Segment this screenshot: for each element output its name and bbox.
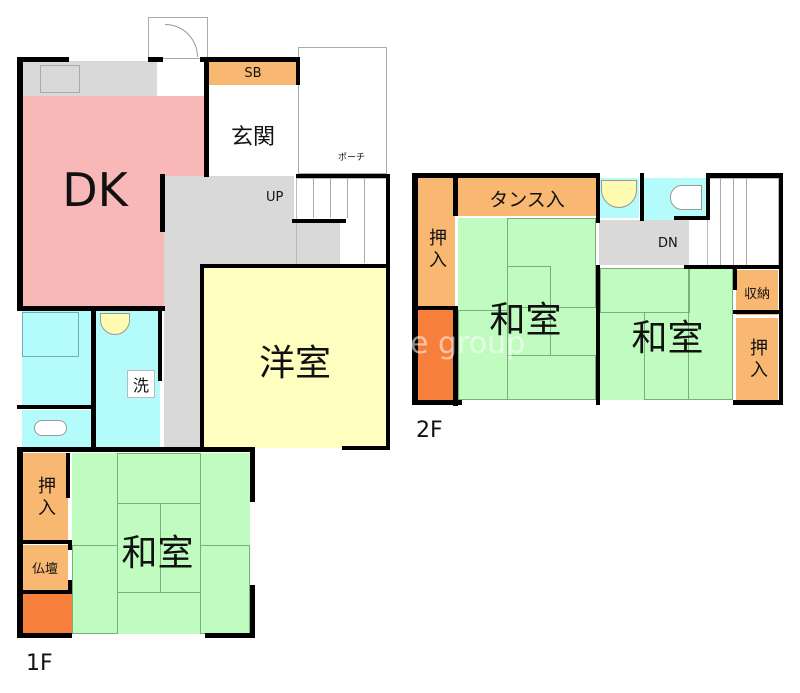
storage-2f-label: 収納 [743, 287, 770, 302]
bathtub-icon [22, 312, 79, 357]
kitchen-counter [22, 61, 157, 96]
sink-icon [40, 65, 80, 93]
room-japanese-1f-label: 和室 [121, 533, 194, 574]
floor-1-label: 1F [26, 651, 53, 676]
wardrobe-label: タンス入 [489, 188, 565, 211]
staircase-2f [707, 178, 779, 266]
hallway-stair-landing [290, 220, 340, 268]
toilet-2f-icon [670, 185, 702, 210]
room-western-label: 洋室 [258, 343, 331, 384]
shoe-box-label: SB [244, 65, 262, 81]
floor-2-label: 2F [416, 418, 443, 443]
closet-2f-right [736, 318, 778, 400]
room-western [203, 268, 388, 448]
alcove-2f [417, 310, 457, 400]
closet-1f-label: 押入 [35, 475, 56, 520]
stairs-down-label: DN [658, 236, 678, 251]
washroom-label: 洗 [127, 370, 155, 398]
alcove-1f [22, 593, 72, 633]
entrance-label: 玄関 [230, 125, 275, 150]
storage-2f [736, 270, 778, 315]
butsudan-label: 仏壇 [31, 562, 58, 577]
butsudan [22, 545, 68, 591]
hallway-corridor [164, 260, 202, 448]
room-japanese-2f-right-label: 和室 [631, 318, 704, 359]
toilet-icon [34, 420, 67, 436]
porch [298, 47, 387, 174]
room-japanese-1f [72, 453, 250, 634]
hallway-2f [599, 220, 689, 265]
shoe-box [208, 61, 298, 85]
room-japanese-2f-right [600, 268, 733, 400]
porch-label: ポーチ [338, 153, 366, 163]
room-dk-label: DK [62, 163, 128, 217]
room-japanese-2f-left [458, 218, 596, 400]
wardrobe [458, 178, 596, 216]
closet-1f [22, 453, 68, 541]
closet-2f-right-label: 押入 [747, 338, 768, 382]
closet-2f-left-label: 押入 [426, 228, 447, 272]
stairs-up-label: UP [266, 190, 284, 205]
hallway [164, 176, 294, 268]
room-dk-upper [157, 61, 207, 96]
room-japanese-2f-left-label: 和室 [489, 300, 562, 341]
bathroom [22, 311, 94, 406]
watermark: e group [410, 326, 526, 361]
closet-2f-left [417, 178, 455, 308]
entry-door-frame [148, 17, 208, 59]
washbasin-2f-icon [601, 180, 637, 208]
